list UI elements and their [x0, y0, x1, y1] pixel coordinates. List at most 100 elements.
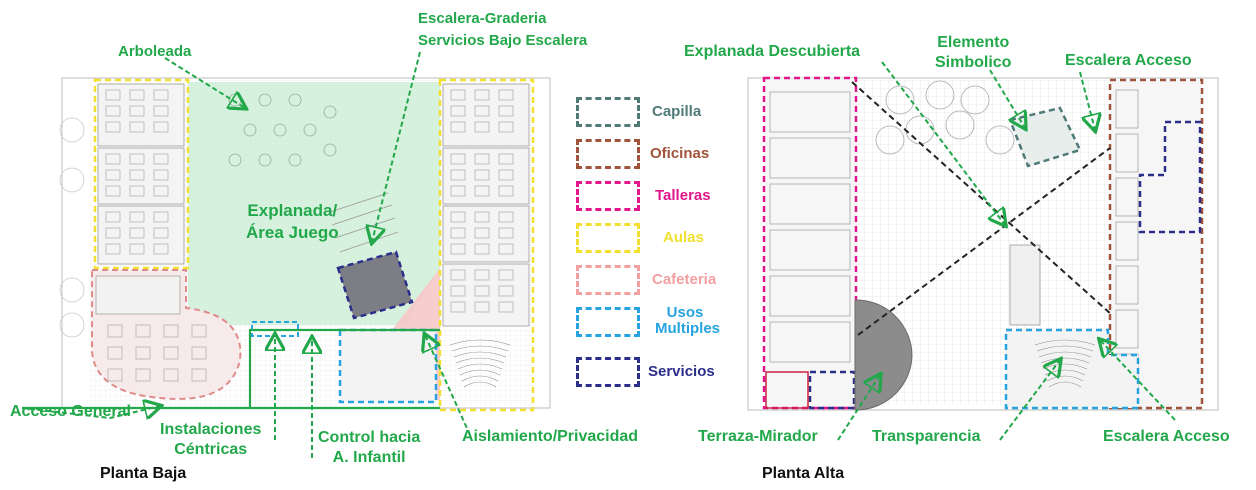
annotation-control-line2: A. Infantil: [332, 448, 406, 466]
desk: [105, 227, 121, 239]
desk: [498, 169, 514, 181]
annotation-control: Control hacia A. Infantil: [318, 429, 421, 467]
desk: [474, 185, 490, 197]
annotation-escalera-acceso-top: Escalera Acceso: [1065, 52, 1192, 69]
tree: [323, 143, 337, 157]
desk: [105, 89, 121, 101]
desk: [105, 211, 121, 223]
oficinas-zone: [1108, 78, 1204, 410]
desk: [450, 243, 466, 255]
tree: [945, 110, 975, 140]
desk: [105, 121, 121, 133]
annotation-elemento-line2: Simbolico: [935, 53, 1012, 71]
desk: [474, 227, 490, 239]
annotation-escalera-graderia: Escalera-Graderia: [418, 10, 547, 27]
desk: [450, 185, 466, 197]
desk: [498, 105, 514, 117]
annotation-transparencia: Transparencia: [872, 428, 981, 445]
desk: [153, 121, 169, 133]
tree: [288, 153, 302, 167]
trees-arboleada: [228, 93, 337, 167]
annotation-terraza-mirador: Terraza-Mirador: [698, 428, 818, 445]
diagonal-a: [851, 81, 1113, 316]
annotation-instalaciones: Instalaciones Céntricas: [160, 421, 261, 459]
annotation-explanada-line2: Área Juego: [246, 222, 339, 242]
annotation-arrows: [21, 51, 1176, 458]
cafe-table: [135, 368, 151, 382]
cafe-table: [191, 324, 207, 338]
desk: [105, 105, 121, 117]
cafe-table: [191, 368, 207, 382]
office-room: [1115, 89, 1139, 129]
tree: [258, 93, 272, 107]
desk: [129, 89, 145, 101]
seat-row: [1048, 381, 1082, 388]
tree: [258, 153, 272, 167]
annotation-explanada-descubierta: Explanada Descubierta: [684, 43, 861, 60]
annotation-elemento-simbolico: Elemento Simbolico: [935, 34, 1012, 72]
taller-room: [769, 137, 851, 179]
legend-label-capilla: Capilla: [652, 103, 702, 120]
desk: [498, 227, 514, 239]
access-path: [22, 328, 440, 410]
desk: [474, 153, 490, 165]
desk: [129, 153, 145, 165]
desk: [450, 169, 466, 181]
legend-label-servicios: Servicios: [648, 363, 715, 380]
cafeteria-tables: [107, 324, 207, 382]
desk: [105, 169, 121, 181]
desk: [498, 121, 514, 133]
classrooms-left: [97, 83, 185, 265]
tree: [960, 85, 990, 115]
upper-stair: [1009, 244, 1041, 326]
tree: [885, 85, 915, 115]
annotation-control-line1: Control hacia: [318, 429, 421, 446]
seat-row: [459, 369, 501, 376]
annotation-aislamiento: Aislamiento/Privacidad: [462, 428, 639, 445]
office-room: [1115, 221, 1139, 261]
desk: [498, 269, 514, 281]
annotation-acceso-general: Acceso General: [10, 403, 131, 420]
desk: [474, 301, 490, 313]
desk: [498, 285, 514, 297]
desk: [129, 227, 145, 239]
tree: [273, 123, 287, 137]
cafe-table: [163, 324, 179, 338]
outside-trees: [59, 117, 85, 338]
desk: [105, 153, 121, 165]
legend-label-usos-multiples: Usos Multiples: [655, 305, 720, 337]
desk: [450, 301, 466, 313]
desk: [450, 105, 466, 117]
desk: [498, 153, 514, 165]
legend-swatch-oficinas: [576, 139, 640, 169]
desk: [129, 121, 145, 133]
desk: [474, 285, 490, 297]
annotation-arboleada: Arboleada: [118, 43, 192, 60]
desk: [498, 185, 514, 197]
seat-row: [449, 339, 511, 346]
taller-room: [769, 183, 851, 225]
diagonal-b: [857, 147, 1111, 336]
annotation-servicios-bajo-escalera: Servicios Bajo Escalera: [418, 32, 588, 49]
red-room: [765, 371, 809, 409]
desk: [450, 89, 466, 101]
desk: [105, 243, 121, 255]
office-room: [1115, 133, 1139, 173]
desk: [153, 185, 169, 197]
cafe-table: [107, 368, 123, 382]
annotation-explanada-line1: Explanada/: [247, 201, 338, 220]
cafe-table: [135, 346, 151, 360]
legend-swatch-capilla: [576, 97, 640, 127]
desk: [153, 169, 169, 181]
desk: [105, 185, 121, 197]
desk: [129, 211, 145, 223]
tree: [243, 123, 257, 137]
tree: [323, 105, 337, 119]
upper-plan-title: Planta Alta: [762, 465, 845, 482]
desk-grids: [105, 89, 514, 313]
office-room: [1115, 177, 1139, 217]
seat-row: [455, 357, 505, 364]
legend-label-talleras: Talleras: [655, 187, 711, 204]
seat-row: [457, 363, 503, 370]
